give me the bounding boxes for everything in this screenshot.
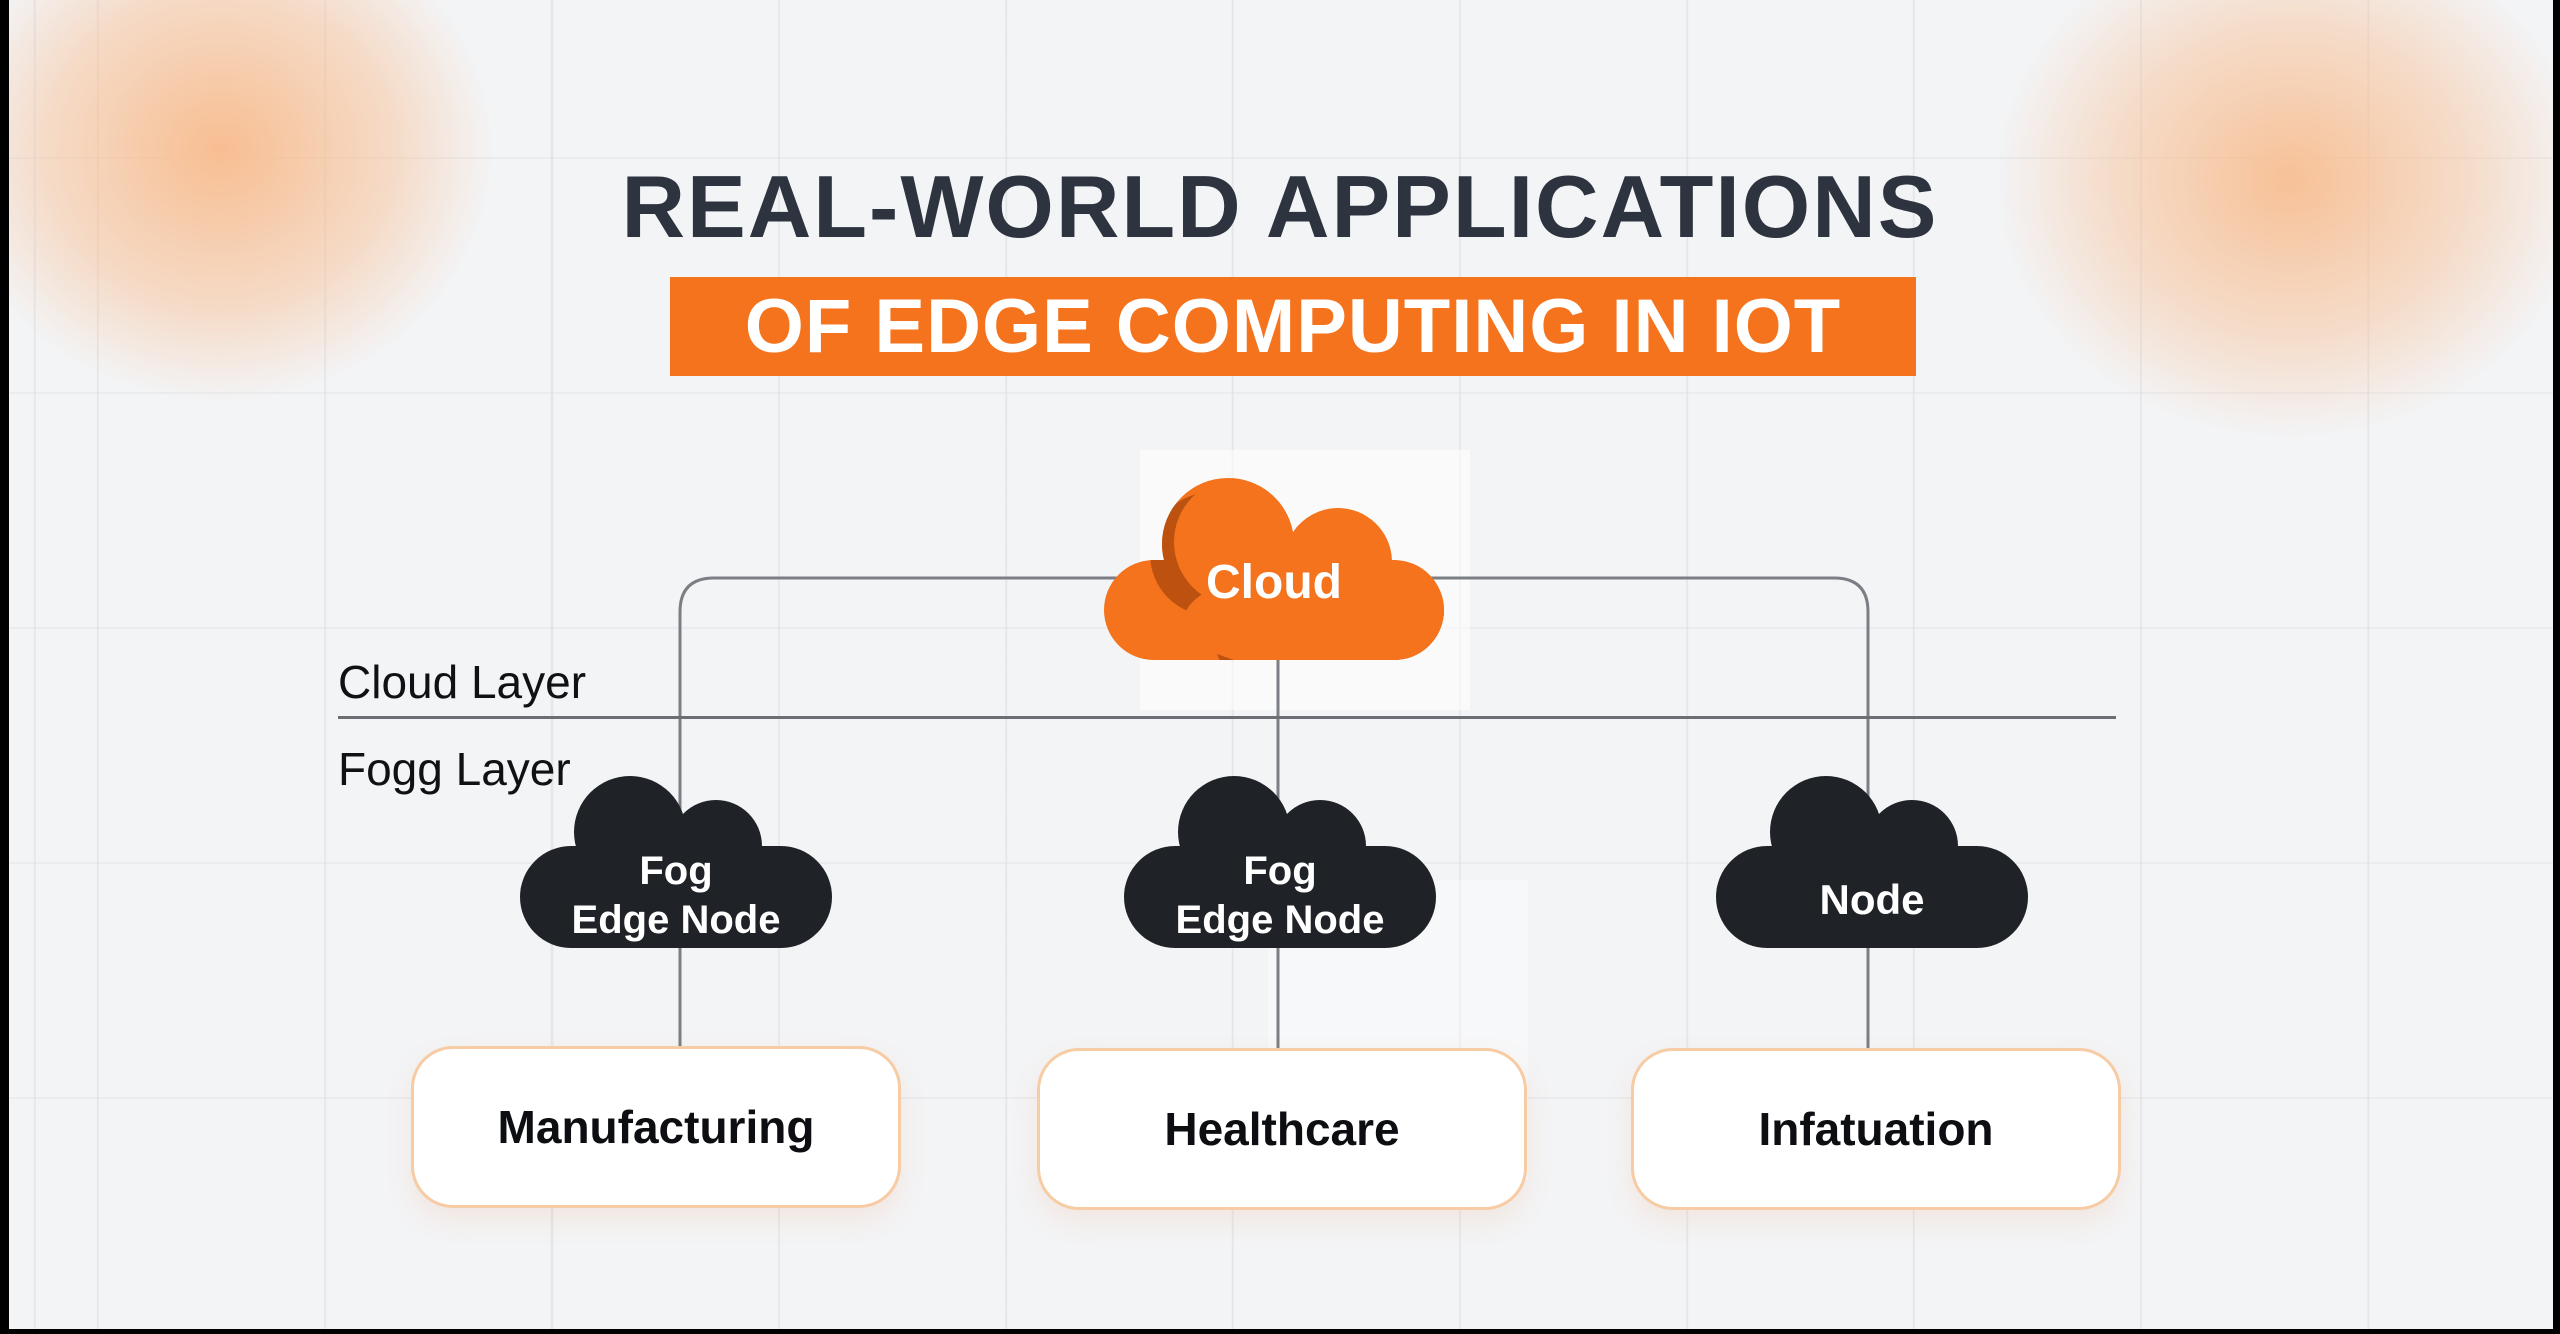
node-icon: Node <box>1714 768 2030 950</box>
fog-edge-node-icon: Fog Edge Node <box>1122 768 1438 950</box>
frame-edge-left <box>0 0 9 1334</box>
application-label: Manufacturing <box>497 1101 815 1153</box>
node-label: Node <box>1819 876 1925 923</box>
fog-layer-label: Fogg Layer <box>338 743 571 795</box>
layer-divider-line <box>338 716 2116 719</box>
cloud-node-label: Cloud <box>1206 555 1342 609</box>
frame-edge-bottom <box>0 1329 2560 1334</box>
edge-node-line: Edge Node <box>571 898 781 942</box>
page-subtitle: OF EDGE COMPUTING IN IOT <box>744 284 1842 369</box>
edge-node-line: Edge Node <box>1175 898 1385 942</box>
cloud-layer-label: Cloud Layer <box>338 656 587 708</box>
application-box-manufacturing: Manufacturing <box>411 1046 901 1208</box>
application-label: Infatuation <box>1758 1103 1994 1155</box>
fog-line: Fog <box>1243 849 1317 894</box>
fog-line: Fog <box>639 849 713 894</box>
page-title: REAL-WORLD APPLICATIONS <box>621 157 1939 256</box>
title-banner: OF EDGE COMPUTING IN IOT <box>670 277 1916 376</box>
cloud-icon: Cloud <box>1100 462 1448 664</box>
fog-edge-node-label: Fog Edge Node <box>518 840 834 952</box>
fog-edge-node-icon: Fog Edge Node <box>518 768 834 950</box>
frame-edge-right <box>2553 0 2560 1334</box>
application-label: Healthcare <box>1164 1103 1400 1155</box>
application-box-infatuation: Infatuation <box>1631 1048 2121 1210</box>
application-box-healthcare: Healthcare <box>1037 1048 1527 1210</box>
fog-edge-node-label: Fog Edge Node <box>1122 840 1438 952</box>
